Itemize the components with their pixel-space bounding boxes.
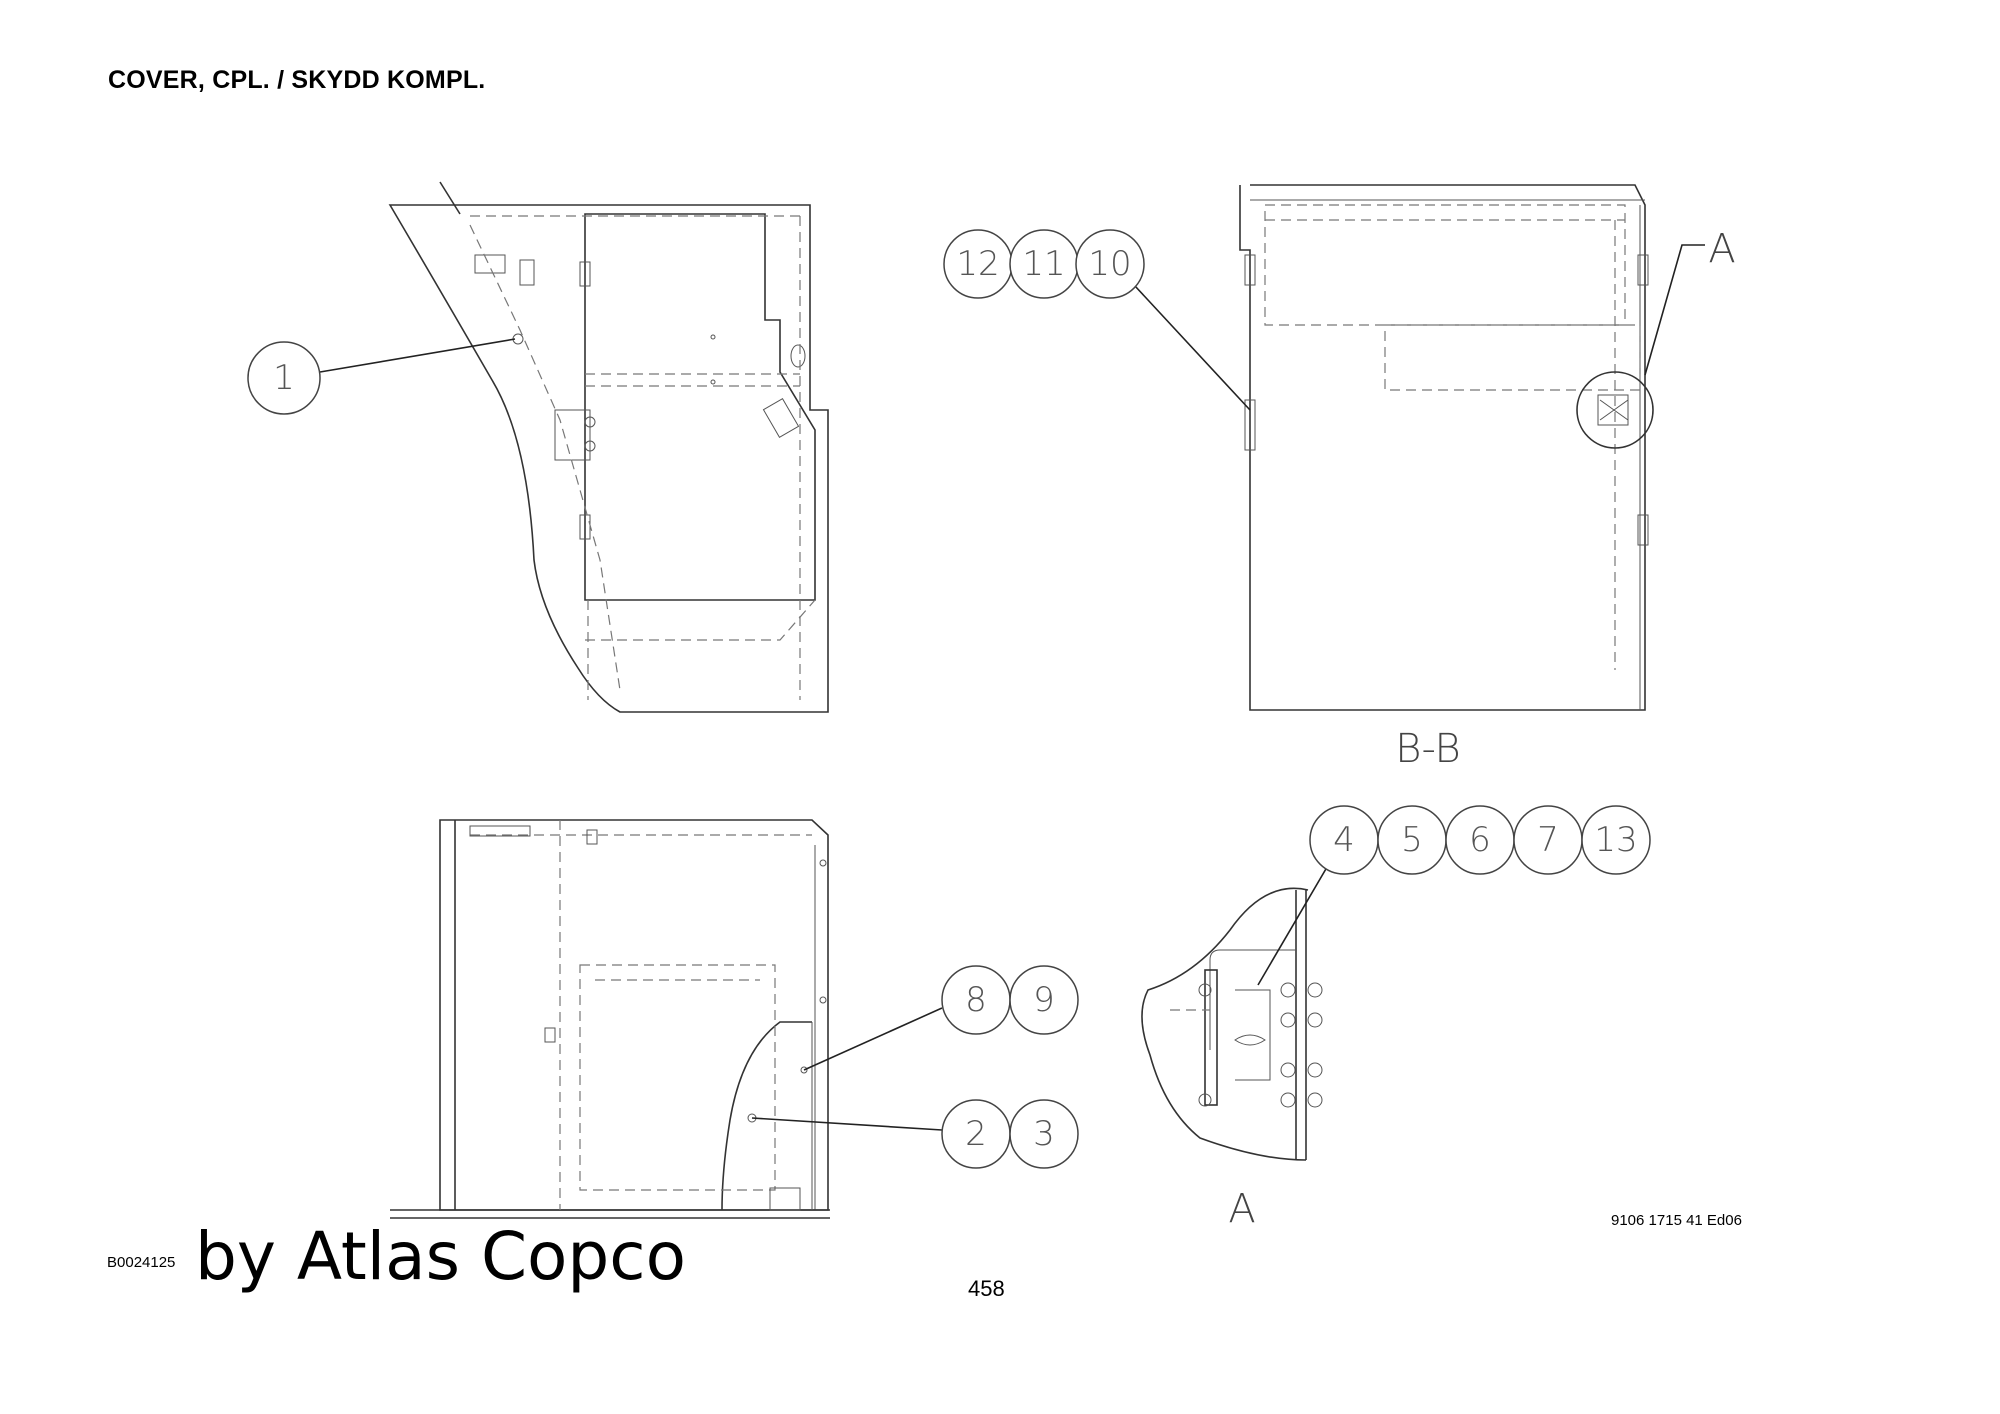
callout-label: 5 [1401,820,1423,860]
callout-5: 5 [1377,805,1447,875]
document-reference: 9106 1715 41 Ed06 [1611,1212,1742,1229]
front-view [390,819,830,1219]
figure-code: B0024125 [107,1254,176,1271]
callout-label: 4 [1333,820,1355,860]
callout-8: 8 [941,965,1011,1035]
callout-label: 6 [1469,820,1491,860]
callout-1: 1 [247,341,321,415]
detail-label: A [1228,1186,1255,1232]
callout-4: 4 [1309,805,1379,875]
detail-marker-label: A [1708,226,1735,272]
callout-12: 12 [943,229,1013,299]
callout-label: 2 [965,1114,987,1154]
page-title: COVER, CPL. / SKYDD KOMPL. [108,66,486,94]
side-view [388,181,829,713]
detail-view-a [1141,887,1323,1161]
callout-10: 10 [1075,229,1145,299]
watermark-text: by Atlas Copco [195,1218,686,1295]
callout-6: 6 [1445,805,1515,875]
callout-label: 9 [1033,980,1055,1020]
callout-11: 11 [1009,229,1079,299]
leader-lines [319,244,1705,1131]
callout-9: 9 [1009,965,1079,1035]
callout-label: 7 [1537,820,1559,860]
callout-label: 12 [956,244,999,284]
section-view-b-b [1239,184,1654,711]
callout-2: 2 [941,1099,1011,1169]
callout-3: 3 [1009,1099,1079,1169]
callout-7: 7 [1513,805,1583,875]
callout-label: 13 [1594,820,1637,860]
callout-label: 8 [965,980,987,1020]
page-number: 458 [968,1276,1005,1301]
callout-13: 13 [1581,805,1651,875]
section-label: B-B [1395,726,1460,772]
callout-label: 1 [273,358,295,398]
callout-label: 10 [1088,244,1131,284]
callout-label: 3 [1033,1114,1055,1154]
callout-label: 11 [1022,244,1065,284]
